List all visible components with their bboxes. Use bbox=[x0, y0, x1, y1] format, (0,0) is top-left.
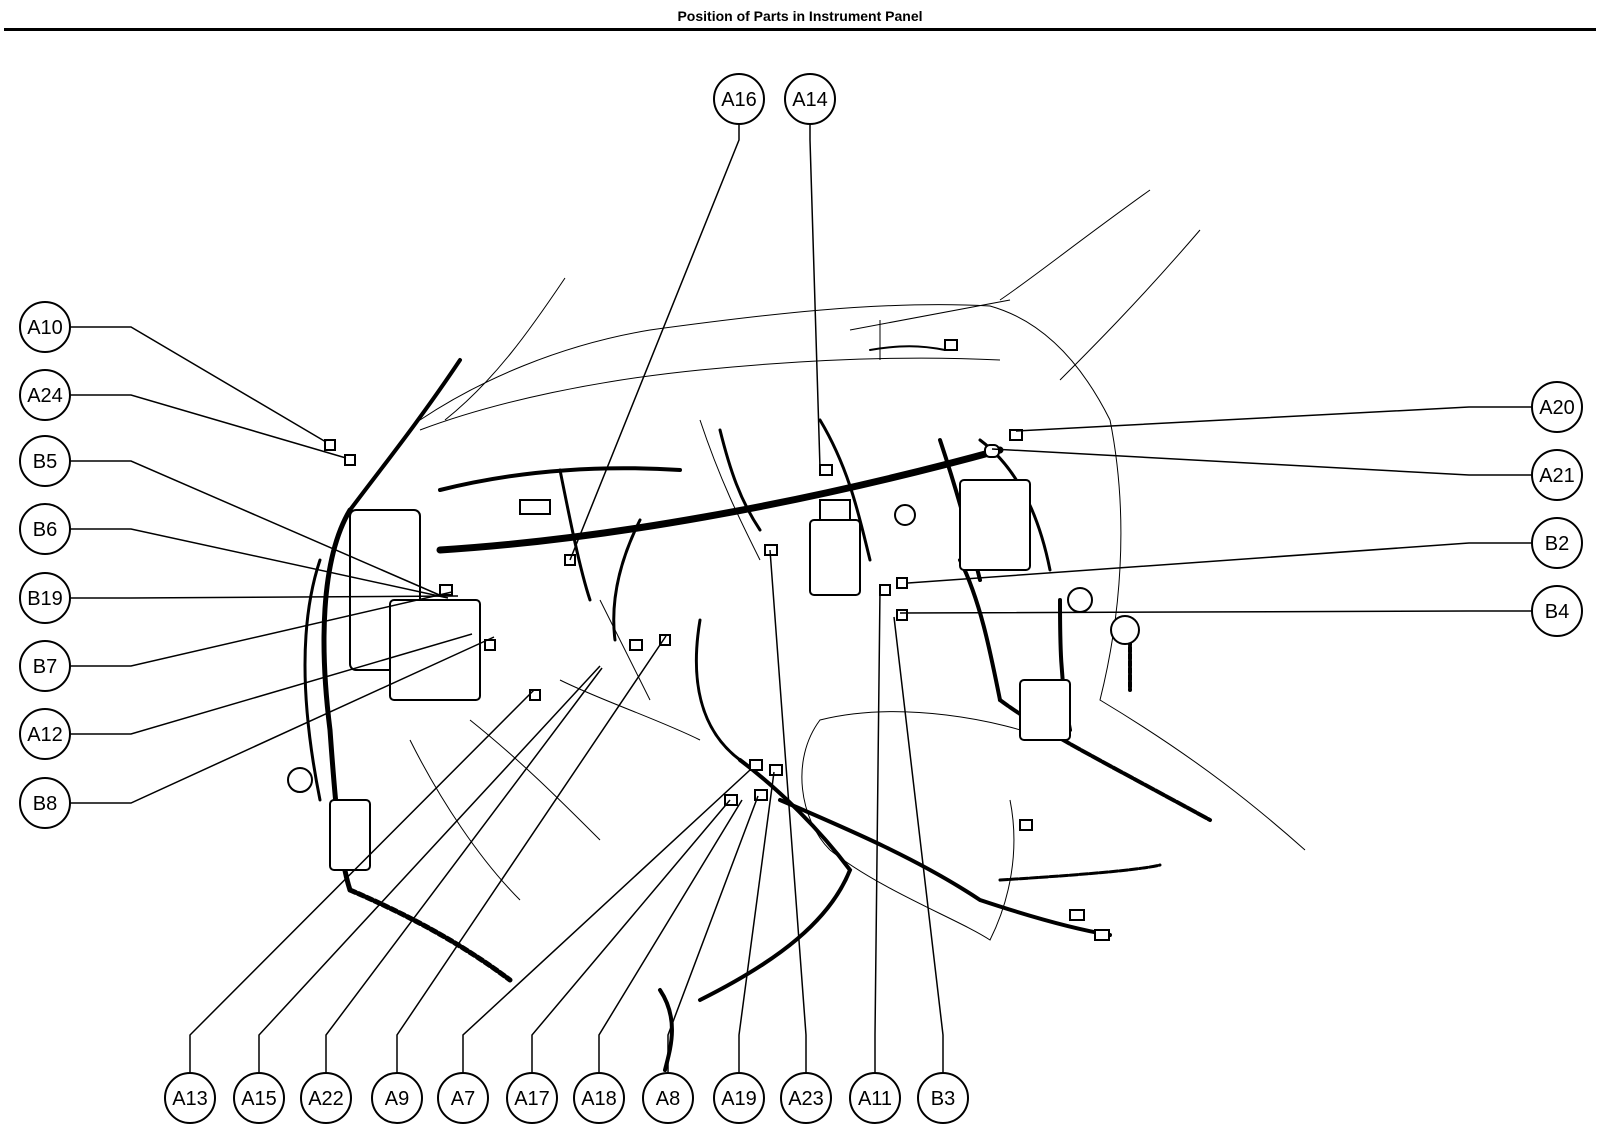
callout-a19: A19 bbox=[713, 1072, 765, 1124]
callout-a12: A12 bbox=[19, 708, 71, 760]
callout-a7: A7 bbox=[437, 1072, 489, 1124]
svg-text:A13: A13 bbox=[172, 1088, 208, 1110]
panel-outline bbox=[409, 189, 1306, 941]
title-rule bbox=[4, 28, 1596, 31]
callout-a13: A13 bbox=[164, 1072, 216, 1124]
callouts: A10 A24 B5 B6 B19 B7 A12 B8 A16 A14 A20 … bbox=[19, 73, 1583, 1124]
callout-a20: A20 bbox=[1531, 381, 1583, 433]
svg-text:A21: A21 bbox=[1539, 465, 1575, 487]
callout-a15: A15 bbox=[233, 1072, 285, 1124]
svg-text:A20: A20 bbox=[1539, 397, 1575, 419]
callout-a8: A8 bbox=[642, 1072, 694, 1124]
callout-b7: B7 bbox=[19, 640, 71, 692]
callout-b2: B2 bbox=[1531, 517, 1583, 569]
callout-a14: A14 bbox=[784, 73, 836, 125]
svg-text:B3: B3 bbox=[931, 1088, 955, 1110]
svg-text:A12: A12 bbox=[27, 724, 63, 746]
svg-text:A8: A8 bbox=[656, 1088, 680, 1110]
svg-text:B2: B2 bbox=[1545, 533, 1569, 555]
callout-b5: B5 bbox=[19, 435, 71, 487]
svg-text:A16: A16 bbox=[721, 89, 757, 111]
svg-text:A10: A10 bbox=[27, 317, 63, 339]
callout-a16: A16 bbox=[713, 73, 765, 125]
components bbox=[287, 339, 1140, 941]
svg-text:A19: A19 bbox=[721, 1088, 757, 1110]
callout-a9: A9 bbox=[371, 1072, 423, 1124]
leader-lines bbox=[70, 123, 1532, 1096]
callout-a24: A24 bbox=[19, 369, 71, 421]
svg-text:B4: B4 bbox=[1545, 601, 1569, 623]
callout-a10: A10 bbox=[19, 301, 71, 353]
callout-a17: A17 bbox=[506, 1072, 558, 1124]
callout-b6: B6 bbox=[19, 503, 71, 555]
svg-text:A11: A11 bbox=[858, 1088, 892, 1110]
callout-b19: B19 bbox=[19, 572, 71, 624]
svg-text:A14: A14 bbox=[792, 89, 828, 111]
callout-b3: B3 bbox=[917, 1072, 969, 1124]
callout-b8: B8 bbox=[19, 777, 71, 829]
wire-harnesses bbox=[303, 345, 1212, 1072]
svg-text:B19: B19 bbox=[27, 588, 63, 610]
svg-text:A17: A17 bbox=[514, 1088, 550, 1110]
svg-text:A9: A9 bbox=[385, 1088, 409, 1110]
callout-a18: A18 bbox=[573, 1072, 625, 1124]
svg-text:A7: A7 bbox=[451, 1088, 475, 1110]
page-title: Position of Parts in Instrument Panel bbox=[677, 8, 923, 24]
callout-b4: B4 bbox=[1531, 585, 1583, 637]
svg-text:B5: B5 bbox=[33, 451, 57, 473]
callout-a23: A23 bbox=[780, 1072, 832, 1124]
svg-text:A22: A22 bbox=[308, 1088, 344, 1110]
svg-text:B7: B7 bbox=[33, 656, 57, 678]
callout-a21: A21 bbox=[1531, 449, 1583, 501]
svg-text:A18: A18 bbox=[581, 1088, 617, 1110]
svg-text:B8: B8 bbox=[33, 793, 57, 815]
svg-text:A23: A23 bbox=[788, 1088, 824, 1110]
svg-text:B6: B6 bbox=[33, 519, 57, 541]
svg-text:A15: A15 bbox=[241, 1088, 277, 1110]
svg-text:A24: A24 bbox=[27, 385, 63, 407]
callout-a22: A22 bbox=[300, 1072, 352, 1124]
callout-a11: A11 bbox=[849, 1072, 901, 1124]
